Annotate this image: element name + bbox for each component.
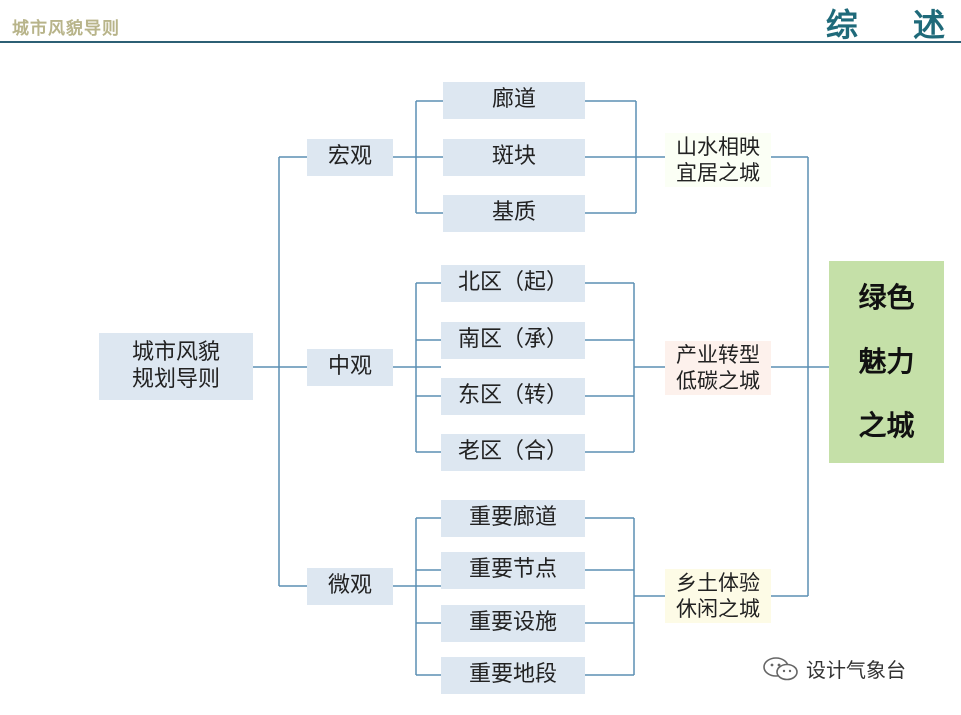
micro-item-corridor: 重要廊道 bbox=[441, 500, 585, 537]
micro-item-facility: 重要设施 bbox=[441, 605, 585, 642]
header-left-title: 城市风貌导则 bbox=[12, 19, 120, 39]
wechat-icon bbox=[763, 656, 798, 680]
meso-item-south: 南区（承） bbox=[441, 322, 585, 359]
result-micro: 乡土体验 休闲之城 bbox=[665, 569, 771, 623]
meso-item-old: 老区（合） bbox=[441, 434, 585, 471]
result-meso: 产业转型 低碳之城 bbox=[665, 341, 771, 395]
macro-item-corridor: 廊道 bbox=[443, 82, 585, 119]
micro-item-district: 重要地段 bbox=[441, 657, 585, 694]
level-macro: 宏观 bbox=[307, 139, 393, 176]
micro-item-node: 重要节点 bbox=[441, 552, 585, 589]
macro-item-matrix: 基质 bbox=[443, 195, 585, 232]
macro-item-patch: 斑块 bbox=[443, 139, 585, 176]
watermark: 设计气象台 bbox=[762, 654, 906, 683]
header-right-title: 综 述 bbox=[825, 6, 945, 44]
level-meso: 中观 bbox=[307, 349, 393, 386]
watermark-text: 设计气象台 bbox=[806, 658, 906, 682]
level-micro: 微观 bbox=[307, 568, 393, 605]
meso-item-north: 北区（起） bbox=[441, 265, 585, 302]
final-goal-box: 绿色 魅力 之城 bbox=[829, 261, 944, 463]
meso-item-east: 东区（转） bbox=[441, 378, 585, 415]
header-divider bbox=[0, 41, 961, 43]
result-macro: 山水相映 宜居之城 bbox=[665, 133, 771, 187]
root-box: 城市风貌 规划导则 bbox=[99, 333, 253, 400]
